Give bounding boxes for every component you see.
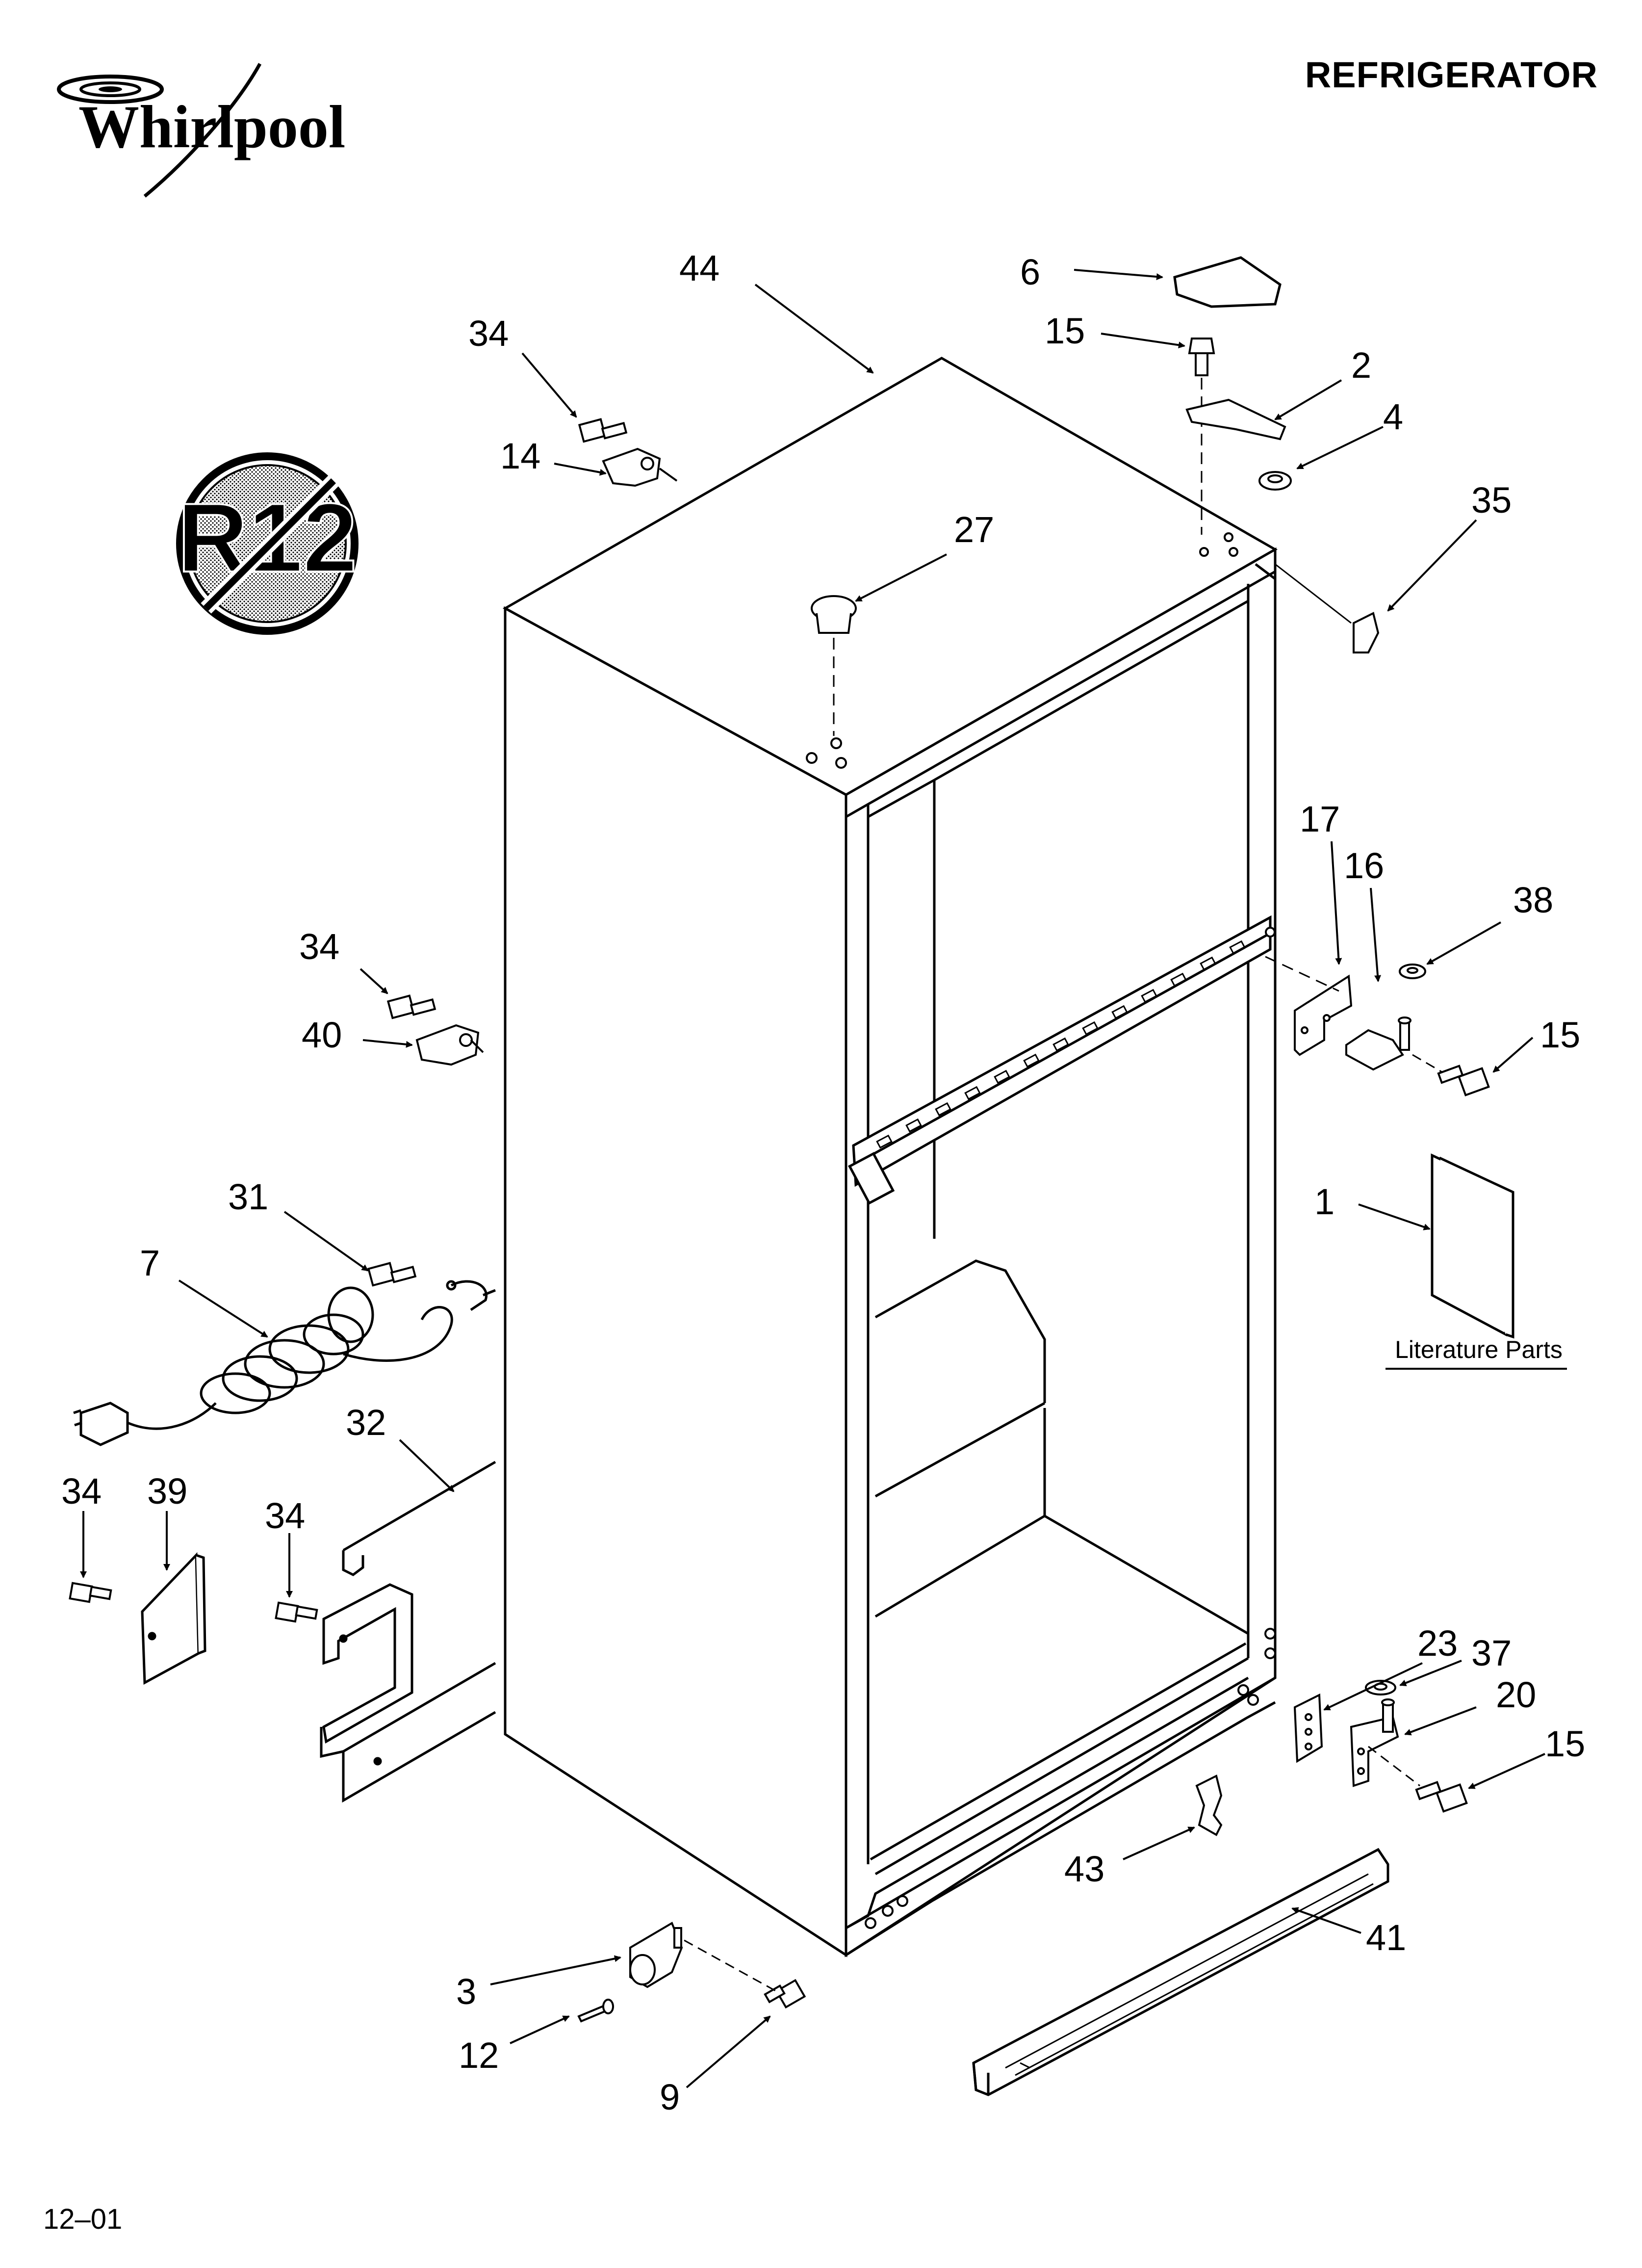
mullion-slots bbox=[876, 940, 1246, 1149]
callout-40: 40 bbox=[302, 1015, 342, 1055]
callout-labels: 44 6 15 2 4 35 34 14 27 17 16 38 15 34 4… bbox=[61, 248, 1585, 2117]
ground-screw bbox=[367, 1262, 417, 1287]
screw-clamp-top bbox=[578, 418, 678, 487]
callout-38: 38 bbox=[1513, 880, 1553, 920]
callout-6: 6 bbox=[1020, 252, 1040, 292]
leader-lines bbox=[80, 269, 1545, 2088]
callout-4: 4 bbox=[1383, 396, 1403, 437]
callout-15: 15 bbox=[1045, 311, 1085, 351]
screw-39 bbox=[69, 1582, 112, 1603]
cabinet-holes bbox=[806, 532, 1276, 1929]
revision-code: 12–01 bbox=[43, 2203, 123, 2235]
callout-34: 34 bbox=[468, 313, 509, 354]
callout-34: 34 bbox=[265, 1495, 305, 1536]
callout-23: 23 bbox=[1417, 1623, 1458, 1664]
cover-plate bbox=[141, 1552, 206, 1685]
callout-41: 41 bbox=[1366, 1917, 1406, 1958]
callout-39: 39 bbox=[147, 1471, 187, 1512]
screw-clamp-mid bbox=[386, 994, 484, 1066]
roller-assembly bbox=[577, 1922, 806, 2023]
callout-16: 16 bbox=[1344, 845, 1384, 886]
callout-14: 14 bbox=[500, 436, 540, 476]
no-r12-symbol: R12 bbox=[176, 452, 359, 635]
callout-43: 43 bbox=[1064, 1849, 1104, 1889]
bottom-hinge-assembly bbox=[1293, 1680, 1468, 1813]
callout-31: 31 bbox=[228, 1176, 268, 1217]
callout-2: 2 bbox=[1351, 345, 1371, 386]
cabinet bbox=[502, 357, 1278, 1957]
brand-wordmark: Whirlpool bbox=[78, 93, 345, 160]
callout-37: 37 bbox=[1471, 1633, 1512, 1673]
callout-32: 32 bbox=[346, 1402, 386, 1443]
page-title: REFRIGERATOR bbox=[1305, 54, 1598, 95]
whirlpool-logo: Whirlpool bbox=[57, 63, 345, 198]
power-cord bbox=[73, 1280, 496, 1446]
callout-15: 15 bbox=[1540, 1015, 1580, 1055]
top-hinge-screw bbox=[1188, 338, 1215, 376]
center-hinge-assembly bbox=[1294, 964, 1490, 1096]
callout-9: 9 bbox=[660, 2077, 680, 2117]
screw-32 bbox=[275, 1601, 318, 1623]
top-hinge bbox=[1185, 398, 1286, 441]
callout-35: 35 bbox=[1471, 480, 1512, 521]
callout-15: 15 bbox=[1545, 1723, 1585, 1764]
callout-34: 34 bbox=[61, 1471, 102, 1512]
callout-1: 1 bbox=[1314, 1181, 1334, 1222]
callout-17: 17 bbox=[1300, 799, 1340, 839]
hinge-washer bbox=[1258, 471, 1292, 491]
callout-12: 12 bbox=[459, 2035, 499, 2076]
callout-20: 20 bbox=[1496, 1674, 1536, 1715]
plug-button bbox=[811, 595, 857, 634]
hinge-cover bbox=[1173, 256, 1282, 308]
callout-44: 44 bbox=[679, 248, 719, 288]
clip-35 bbox=[1353, 612, 1380, 653]
rear-bracket bbox=[320, 1460, 496, 1803]
literature-booklet bbox=[1431, 1153, 1514, 1339]
callout-7: 7 bbox=[140, 1243, 160, 1283]
grille-clip bbox=[1195, 1774, 1223, 1836]
callout-3: 3 bbox=[456, 1971, 476, 2012]
base-grille bbox=[972, 1848, 1389, 2096]
callout-27: 27 bbox=[954, 509, 994, 550]
literature-caption: Literature Parts bbox=[1395, 1336, 1563, 1363]
callout-34: 34 bbox=[299, 926, 339, 967]
